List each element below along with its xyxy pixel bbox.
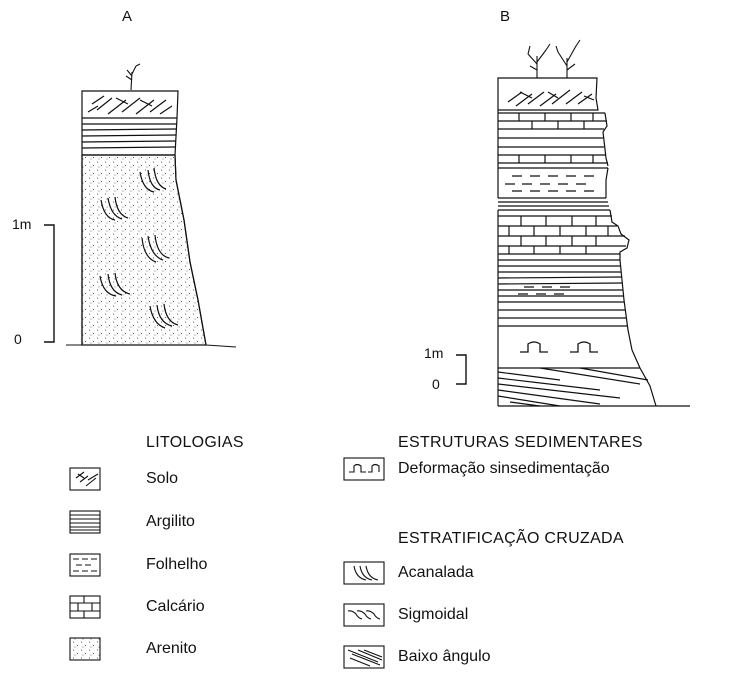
legend-label-deformacao: Deformação sinsedimentação (398, 460, 610, 477)
legend-label-sigmoidal: Sigmoidal (398, 606, 469, 623)
lithologies-title: LITOLOGIAS (146, 434, 244, 451)
column-a-label: A (122, 8, 133, 25)
column-b-calcario-layer (497, 110, 609, 169)
column-b-folhelho-layer (497, 167, 609, 198)
column-b-scale-bottom: 0 (432, 376, 440, 392)
column-b-scale-top: 1m (424, 345, 444, 361)
low-angle-cross-icon (343, 645, 385, 669)
column-b-argilito-layer-2 (497, 259, 629, 331)
column-b (456, 39, 690, 407)
column-b-deformation-layer (497, 329, 641, 369)
column-b-argilito-layer (498, 197, 610, 211)
folhelho-pattern-icon (69, 553, 101, 577)
column-b-solo-layer (497, 77, 599, 111)
legend-label-argilito: Argilito (146, 513, 195, 530)
column-a-cross-bedding (99, 167, 179, 329)
column-b-calcario-layer-2 (497, 209, 630, 261)
calcario-pattern-icon (69, 595, 101, 619)
arenito-pattern-icon (69, 637, 101, 661)
solo-pattern-icon (69, 467, 101, 491)
column-a (44, 63, 237, 348)
column-a-scale-bottom: 0 (14, 331, 22, 347)
column-b-plant-icon (527, 39, 581, 78)
legend-label-calcario: Calcário (146, 598, 205, 615)
sigmoidal-cross-icon (343, 603, 385, 627)
deformation-pattern-icon (343, 457, 385, 481)
column-a-scale-bar (44, 224, 55, 343)
legend-label-solo: Solo (146, 470, 179, 487)
column-a-solo-layer (81, 90, 179, 119)
column-b-low-angle-layer (497, 367, 690, 407)
argilito-pattern-icon (69, 510, 101, 534)
column-a-scale-top: 1m (12, 216, 32, 232)
column-b-label: B (500, 8, 511, 25)
trough-cross-icon (343, 561, 385, 585)
structures-title: ESTRUTURAS SEDIMENTARES (398, 434, 643, 451)
legend-label-arenito: Arenito (146, 640, 197, 657)
legend-label-acanalada: Acanalada (398, 564, 474, 581)
column-a-plant-icon (125, 63, 141, 91)
legend-label-folhelho: Folhelho (146, 556, 208, 573)
legend-label-baixo-angulo: Baixo ângulo (398, 648, 491, 665)
column-a-argilito-layer (81, 117, 178, 156)
cross-bedding-title: ESTRATIFICAÇÃO CRUZADA (398, 530, 624, 547)
column-b-scale-bar (456, 354, 467, 385)
